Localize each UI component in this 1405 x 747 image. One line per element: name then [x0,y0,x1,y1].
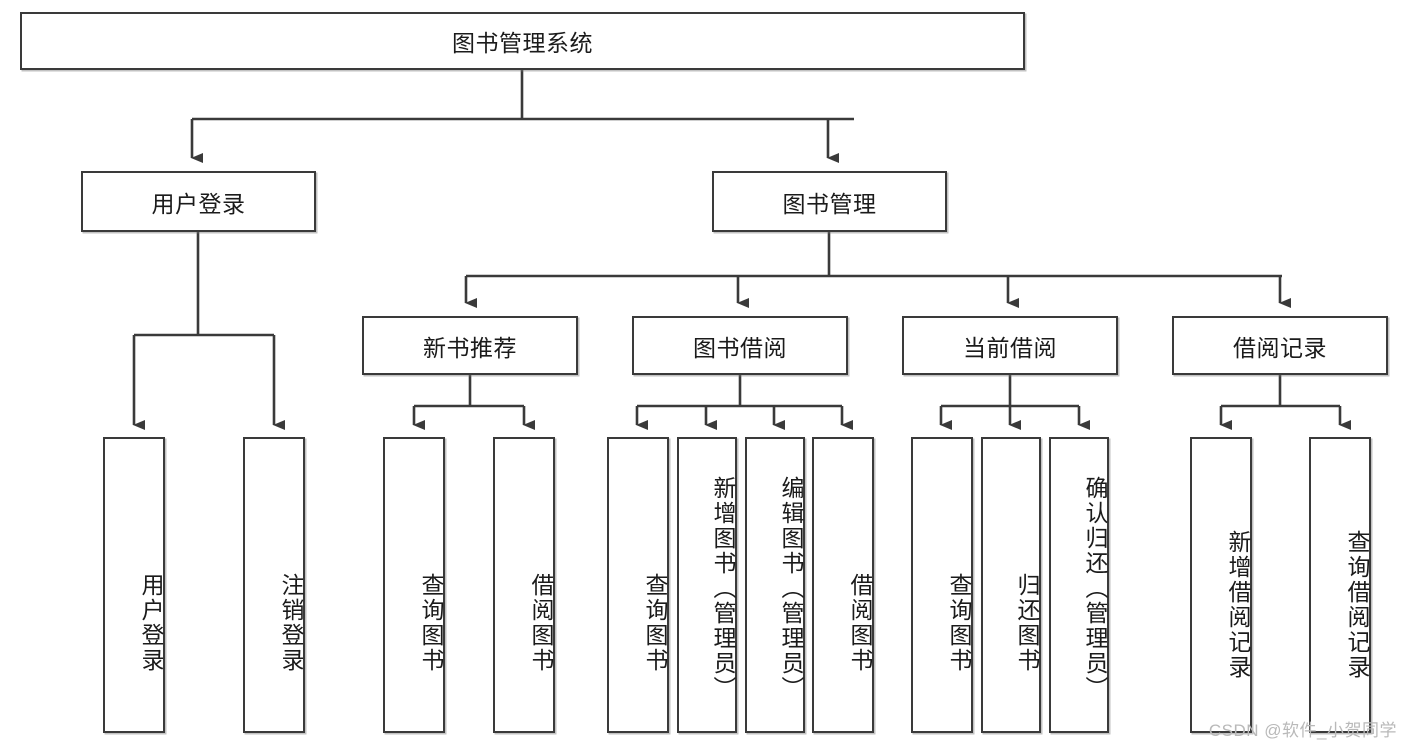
leaf-query-borrow-record[interactable]: 查询借阅记录 [1309,437,1371,733]
leaf-user-logout[interactable]: 注销登录 [243,437,305,733]
watermark-credit: CSDN @软件_小贺同学 [1208,721,1397,740]
leaf-borrow-book[interactable]: 借阅图书 [812,437,874,733]
node-borrow-record[interactable]: 借阅记录 [1172,316,1388,375]
leaf-query-book-recommend[interactable]: 查询图书 [383,437,445,733]
leaf-user-login[interactable]: 用户登录 [103,437,165,733]
node-book-management[interactable]: 图书管理 [712,171,947,232]
node-new-book-recommend[interactable]: 新书推荐 [362,316,578,375]
leaf-edit-book[interactable]: 编辑图书（管理员） [745,437,805,733]
leaf-query-book-borrow[interactable]: 查询图书 [607,437,669,733]
node-user-login[interactable]: 用户登录 [81,171,316,232]
leaf-borrow-book-recommend[interactable]: 借阅图书 [493,437,555,733]
leaf-confirm-return[interactable]: 确认归还（管理员） [1049,437,1109,733]
leaf-query-book-current[interactable]: 查询图书 [911,437,973,733]
leaf-return-book[interactable]: 归还图书 [981,437,1041,733]
leaf-add-book[interactable]: 新增图书（管理员） [677,437,737,733]
node-current-borrow[interactable]: 当前借阅 [902,316,1118,375]
leaf-add-borrow-record[interactable]: 新增借阅记录 [1190,437,1252,733]
node-book-borrow[interactable]: 图书借阅 [632,316,848,375]
node-root[interactable]: 图书管理系统 [20,12,1025,70]
